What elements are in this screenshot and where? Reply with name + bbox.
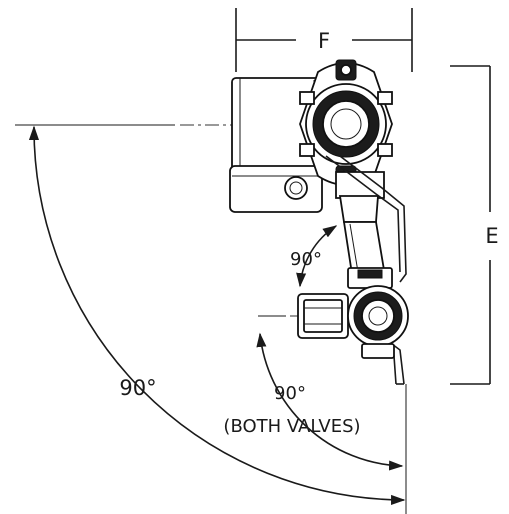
connecting-pipe <box>335 171 386 276</box>
valve-angle-label: 90° <box>290 249 322 270</box>
upper-flange <box>299 59 393 187</box>
lower-valve <box>297 267 409 359</box>
dimension-f: F <box>235 8 413 72</box>
outer-angle-label: 90° <box>119 376 156 400</box>
lower-angle-note: (BOTH VALVES) <box>223 416 360 437</box>
dimension-f-label: F <box>318 29 330 53</box>
lower-angle-arc: 90° (BOTH VALVES) <box>223 332 404 471</box>
outer-angle-arc: 90° <box>28 125 406 505</box>
dimension-e: E <box>450 65 499 385</box>
lower-angle-label: 90° <box>274 383 306 404</box>
valve-angle-arc: 90° <box>290 225 338 288</box>
dimension-e-label: E <box>485 224 498 248</box>
